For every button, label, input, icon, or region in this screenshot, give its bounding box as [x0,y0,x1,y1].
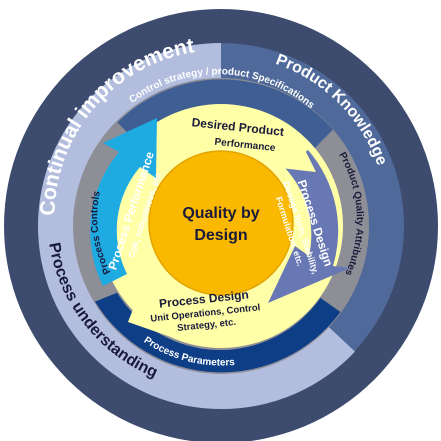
quality-by-design-center [148,150,294,296]
control-strategy-band [117,79,333,149]
desired-product-arrowhead [280,128,316,172]
process-design-dosage-arrow [268,150,350,303]
center-label-line1: Quality by [182,205,259,222]
process-parameters-band [95,292,341,373]
center-label-line2: Design [194,227,247,244]
process-design-unit-arrowhead [128,294,168,336]
process-performance-arrow [90,118,157,286]
